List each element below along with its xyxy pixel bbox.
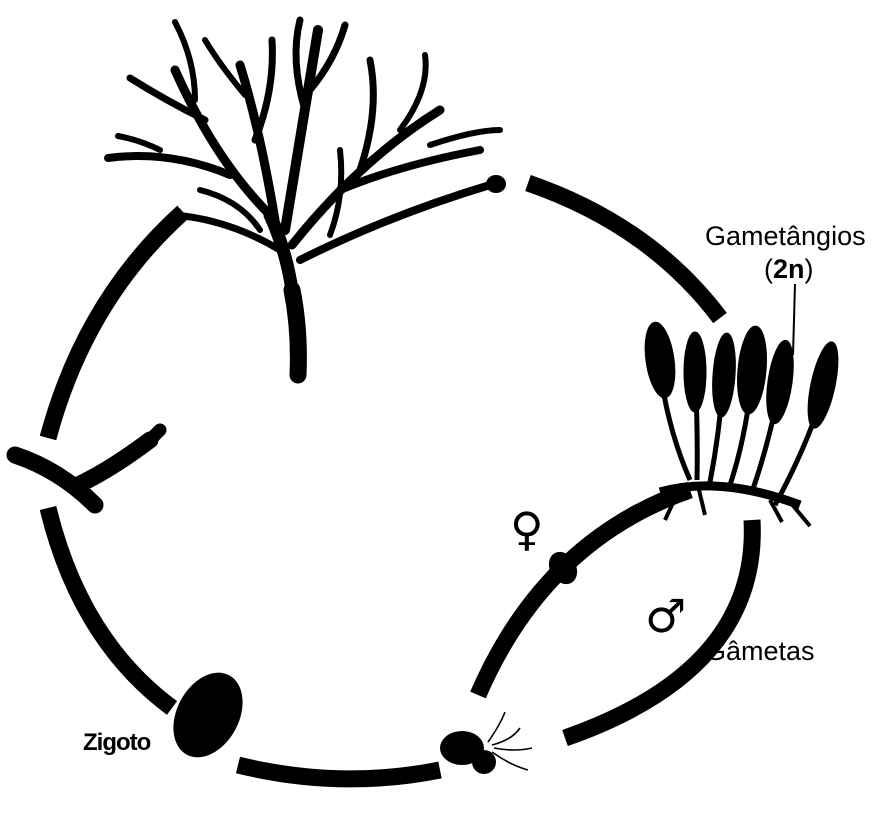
thallus-branch-top-b [306,21,349,94]
thallus-branch-right-e [296,181,494,264]
gametes-label: Gâmetas [705,636,815,666]
gametangia-root-2 [696,485,707,516]
germling-shoot [69,431,159,494]
gametangia-label: Gametângios [705,221,866,251]
ploidy-value: 2n [773,254,805,284]
germling [6,423,167,514]
thallus-branch-left-d [115,133,163,153]
thallus-branch-right-d [427,127,503,148]
fertilization [440,711,533,774]
arc-outer-male [562,519,761,747]
thallus-branch-right-a [336,146,484,194]
ploidy-close: ) [805,254,814,284]
ploidy-label: (2n) [764,254,814,284]
female-symbol: ♀ [510,502,544,556]
gametangium-6 [807,341,839,429]
thallus-branch-top-a [292,16,309,114]
arc-top-left [39,205,189,441]
thallus-branch-center-a [251,36,276,144]
fused-sperm [472,750,496,774]
sperm-flagella [487,711,533,771]
thallus-branch-right-b [356,56,377,174]
arc-bottom [235,756,442,788]
female-gamete [548,551,578,585]
germling-tip [143,423,167,447]
arc-left-lower [39,505,178,715]
gametangia-root-3 [768,499,784,523]
thallus-branch-top [280,25,323,235]
zygote [173,672,243,758]
fused-egg [440,731,484,765]
thallus-branch-right-c [397,52,429,133]
thallus-branch-left-a [104,152,234,179]
gametangia-pointer-line [792,283,796,356]
thallus-branch-left-b [126,74,209,124]
arc-top-right [525,174,727,324]
thallus-tip-bulb [486,175,506,193]
gametangium-4 [737,325,767,415]
gametangia-receptacle [658,481,802,510]
thallus-stipe [283,281,307,384]
thallus-branch-center-b [202,37,248,98]
thallus-branch-left-lower-a [197,187,263,233]
thallus-branch-left-lower [171,211,284,254]
adult-thallus [104,16,503,384]
gametangia-cluster [644,321,839,528]
thallus-branch-left-main [170,65,275,220]
germling-base [6,446,104,514]
thallus-branch-left-c [172,19,198,103]
gametangia-root-4 [788,500,812,528]
gametangia-root-1 [663,487,682,521]
gametangium-5 [766,339,794,425]
male-symbol: ♂ [645,589,686,643]
thallus-branch-right-f [327,147,345,238]
zygote-label: Zigoto [83,729,151,756]
gametangium-3 [712,332,736,418]
gametangium-1 [644,321,676,399]
cycle-arcs [39,174,761,788]
gametangium-2 [683,331,707,413]
ploidy-open: ( [764,254,773,284]
